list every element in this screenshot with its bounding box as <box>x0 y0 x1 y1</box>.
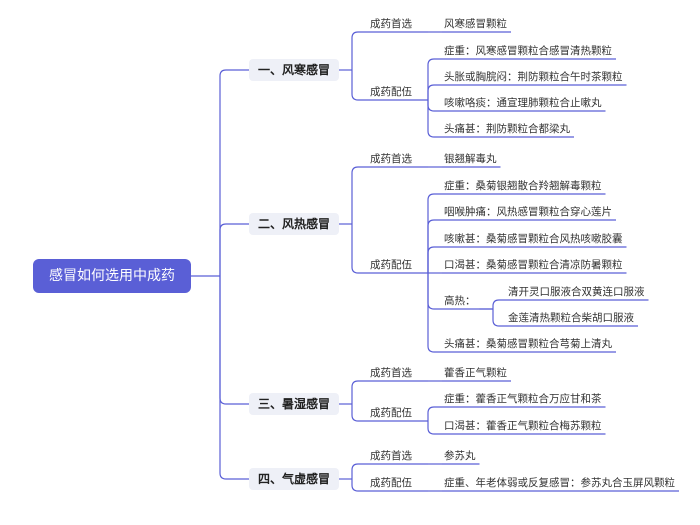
section-connector <box>219 276 249 405</box>
item-connector <box>427 100 442 138</box>
group-connector <box>351 479 368 492</box>
item-connector <box>427 273 442 353</box>
item-label: 头胀或胸脘闷：荆防颗粒合午时茶颗粒 <box>444 71 623 83</box>
item-label: 症重、年老体弱或反复感冒：参苏丸合玉屏风颗粒 <box>444 477 675 489</box>
item-label: 咳嗽咯痰：通宣理肺颗粒合止嗽丸 <box>444 97 602 109</box>
item-label: 咳嗽甚：桑菊感冒颗粒合风热咳嗽胶囊 <box>444 233 623 245</box>
item-connector <box>427 219 442 273</box>
item-label: 参苏丸 <box>444 450 476 462</box>
item-label: 症重：藿香正气颗粒合万应甘和茶 <box>444 393 602 405</box>
item-label: 口渴甚：桑菊感冒颗粒合清凉防暑颗粒 <box>444 259 623 271</box>
section-node: 二、风热感冒 <box>249 213 339 235</box>
root-node: 感冒如何选用中成药 <box>33 259 191 293</box>
section-connector <box>219 223 249 276</box>
section-node: 四、气虚感冒 <box>249 468 339 490</box>
item-connector <box>427 246 442 273</box>
item-label: 藿香正气颗粒 <box>444 367 507 379</box>
item-connector <box>427 58 442 100</box>
item-label: 头痛甚：荆防颗粒合都梁丸 <box>444 123 570 135</box>
group-label: 成药首选 <box>370 367 412 379</box>
section-node: 一、风寒感冒 <box>249 59 339 81</box>
item-label: 症重：风寒感冒颗粒合感冒清热颗粒 <box>444 45 612 57</box>
item-connector <box>427 273 442 310</box>
child-connector <box>492 299 506 309</box>
group-connector <box>351 166 368 224</box>
item-connector <box>427 193 442 273</box>
item-label: 咽喉肿痛：风热感冒颗粒合穿心莲片 <box>444 206 612 218</box>
group-connector <box>351 224 368 274</box>
item-connector <box>427 100 442 112</box>
item-label: 口渴甚：藿香正气颗粒合梅苏颗粒 <box>444 420 602 432</box>
group-connector <box>351 404 368 422</box>
group-label: 成药首选 <box>370 153 412 165</box>
child-connector <box>492 309 506 327</box>
section-connector <box>219 69 249 276</box>
item-connector <box>427 406 442 421</box>
section-connector <box>219 276 249 480</box>
subitem-label: 清开灵口服液合双黄连口服液 <box>508 286 645 298</box>
group-label: 成药配伍 <box>370 259 412 271</box>
item-connector <box>427 421 442 435</box>
subitem-label: 金莲清热颗粒合柴胡口服液 <box>508 312 634 324</box>
group-connector <box>351 463 368 479</box>
item-label: 症重：桑菊银翘散合羚翘解毒颗粒 <box>444 180 602 192</box>
item-label: 银翘解毒丸 <box>444 153 497 165</box>
group-label: 成药配伍 <box>370 86 412 98</box>
group-connector <box>351 31 368 70</box>
group-label: 成药首选 <box>370 18 412 30</box>
item-label: 头痛甚：桑菊感冒颗粒合芎菊上清丸 <box>444 338 612 350</box>
group-label: 成药首选 <box>370 450 412 462</box>
item-connector <box>427 84 442 100</box>
section-node: 三、暑湿感冒 <box>249 393 339 415</box>
item-label: 风寒感冒颗粒 <box>444 18 507 30</box>
item-label: 高热： <box>444 295 476 307</box>
group-connector <box>351 380 368 404</box>
group-connector <box>351 70 368 101</box>
group-label: 成药配伍 <box>370 407 412 419</box>
group-label: 成药配伍 <box>370 477 412 489</box>
